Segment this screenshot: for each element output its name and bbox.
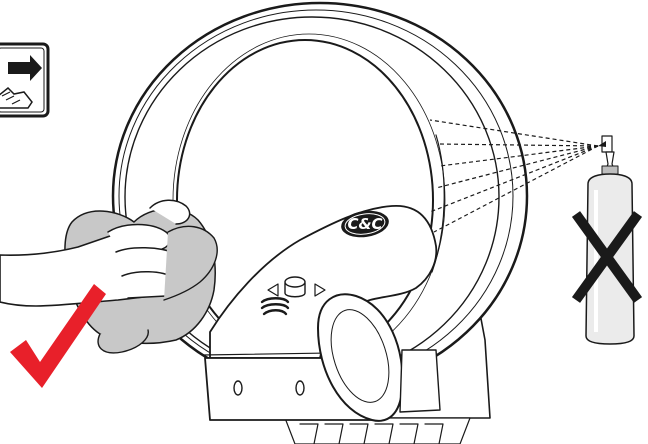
unplug-icon (0, 44, 48, 116)
front-hole-left (234, 381, 242, 395)
front-hole-right (296, 381, 304, 395)
brand-logo-text: C&C (347, 215, 382, 233)
control-knob (285, 277, 305, 287)
hand-with-cloth (0, 200, 217, 353)
base-vents (285, 418, 470, 444)
